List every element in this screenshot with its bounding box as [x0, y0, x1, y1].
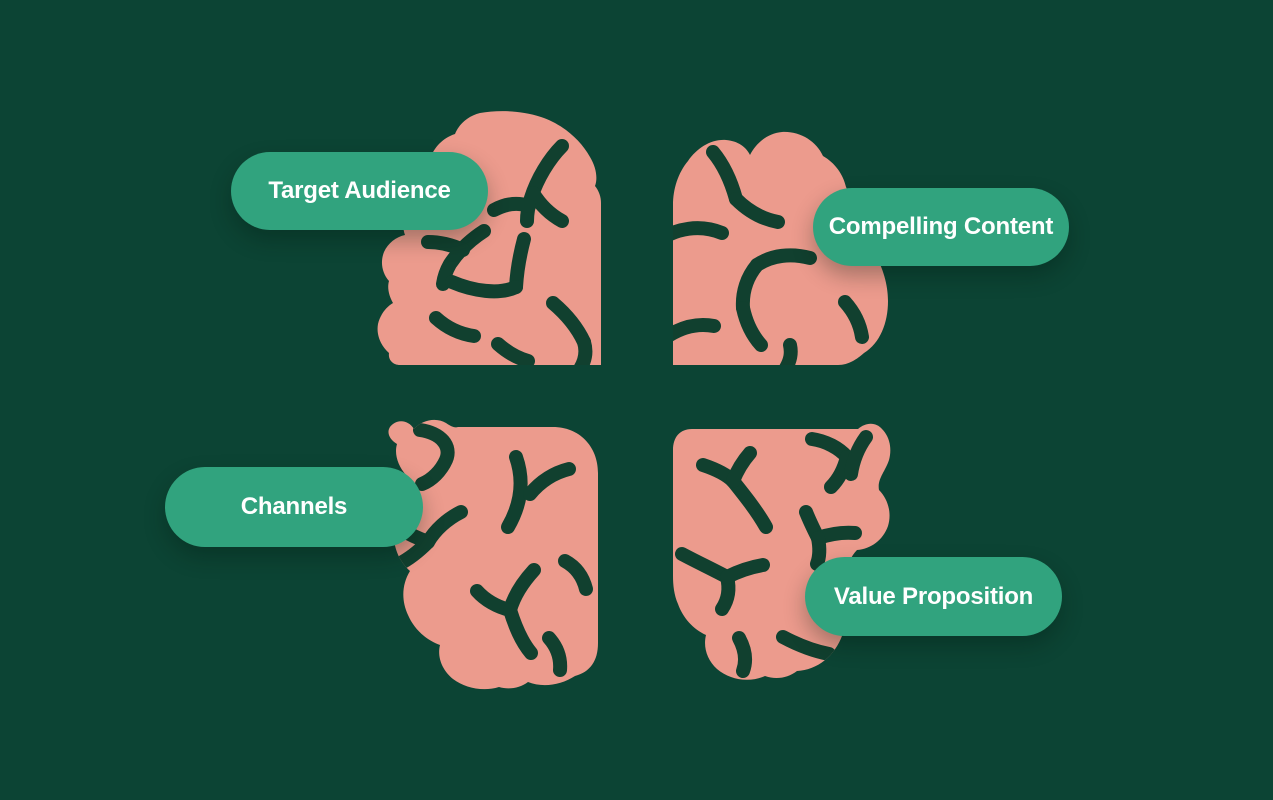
- label-text-value-proposition: Value Proposition: [833, 582, 1034, 610]
- brain-quadrant-top-left: [377, 111, 601, 366]
- label-pill-channels: Channels: [165, 467, 423, 547]
- label-pill-target-audience: Target Audience: [231, 152, 488, 230]
- brain-folds-top-left: [421, 139, 593, 366]
- brain-quadrant-bottom-right: [673, 423, 891, 680]
- brain-quadrant-top-right: [673, 131, 888, 365]
- brain-folds-top-right: [673, 145, 869, 365]
- label-text-compelling-content: Compelling Content: [828, 213, 1054, 240]
- brain-folds-bottom-right: [675, 430, 873, 678]
- label-pill-value-proposition: Value Proposition: [805, 557, 1062, 636]
- label-pill-compelling-content: Compelling Content: [813, 188, 1069, 266]
- brain-quadrant-bottom-left: [384, 419, 598, 690]
- label-text-target-audience: Target Audience: [268, 177, 451, 204]
- label-text-channels: Channels: [240, 493, 348, 520]
